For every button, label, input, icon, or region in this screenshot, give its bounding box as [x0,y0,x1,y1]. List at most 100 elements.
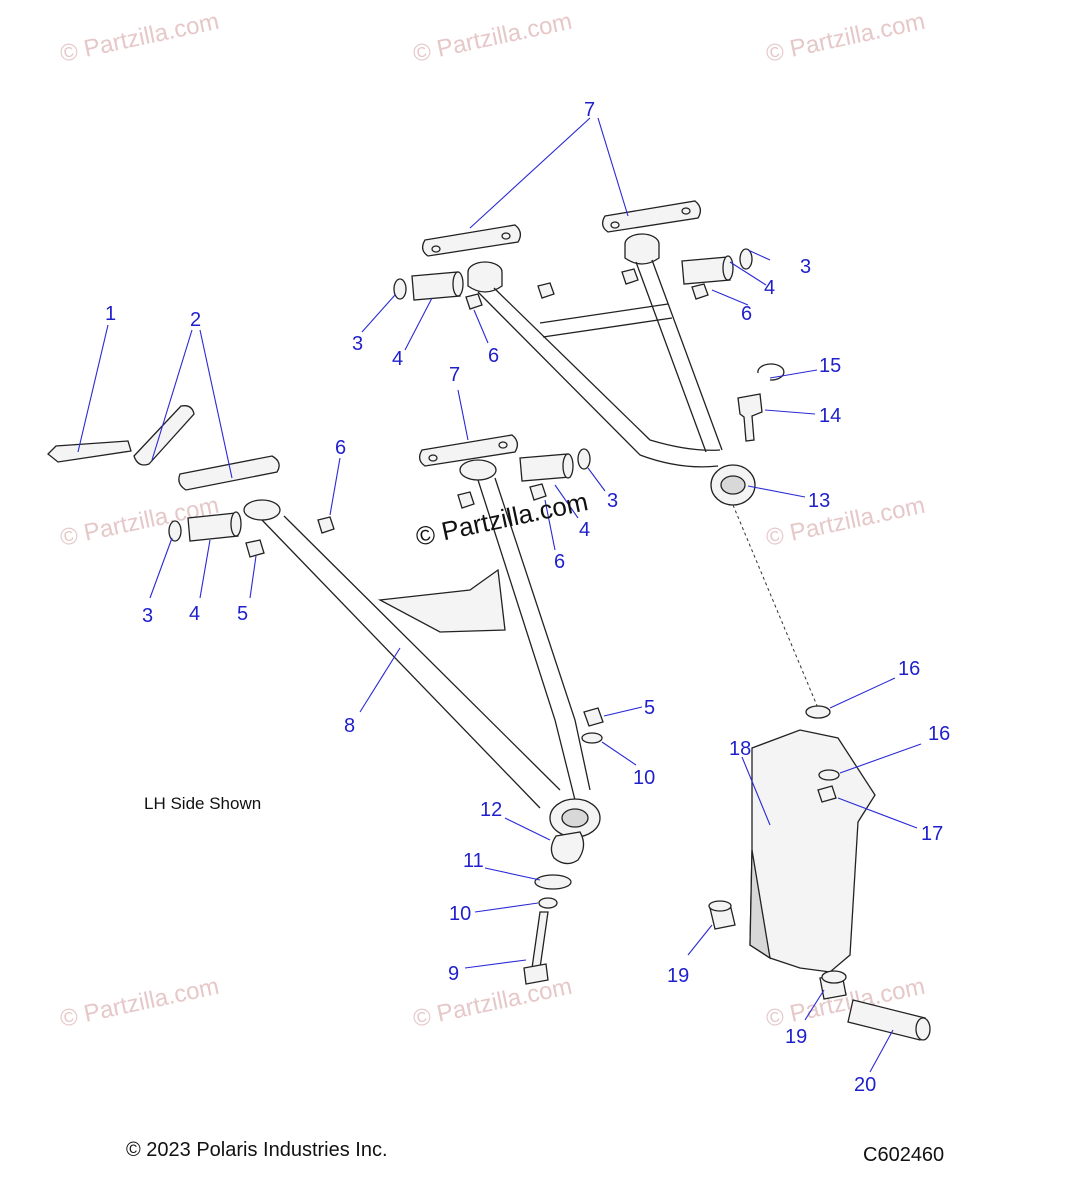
callout-9: 9 [448,963,459,985]
callout-4: 4 [764,277,775,299]
flange-nut [583,707,604,727]
callout-2: 2 [190,309,201,331]
flange-nut [457,491,475,509]
pivot-bar-hole [681,207,691,215]
callout-6: 6 [741,303,752,325]
bolt-head [523,963,549,985]
side-note: LH Side Shown [144,794,261,813]
flange-nut [537,282,555,299]
pivot-bar-hole [428,454,438,462]
pivot-bar-lower [418,434,519,467]
pivot-bar-hole [501,232,511,240]
lower-arm-gusset [377,568,506,633]
pivot-sleeve-body [467,272,503,293]
callout-10: 10 [633,767,655,789]
knuckle [749,729,876,973]
callout-6: 6 [554,551,565,573]
bushing [411,271,461,301]
bushing-end [230,511,242,537]
pivot-bar-hole [431,245,441,253]
callout-3: 3 [800,256,811,278]
lower-arm-tube [261,515,561,809]
bushing [681,256,731,285]
bolt [531,911,549,969]
callout-12: 12 [480,799,502,821]
flange-nut [465,293,483,310]
leader-lines [77,117,922,1073]
pivot-bar-hole [610,221,620,229]
callout-14: 14 [819,405,841,427]
washer [805,705,831,719]
callout-18: 18 [729,738,751,760]
callout-6: 6 [335,437,346,459]
pivot-sleeve-body [624,244,660,265]
ball-joint-bore [720,475,746,495]
upper-arm-tube [477,287,721,468]
washer [581,732,603,744]
copyright-notice: © 2023 Polaris Industries Inc. [126,1139,388,1161]
ball-joint [550,831,585,865]
washer [818,769,840,781]
callout-8: 8 [344,715,355,737]
pivot-bar-hole [498,441,508,449]
callout-3: 3 [352,333,363,355]
assembly-line [732,504,819,709]
callout-5: 5 [237,603,248,625]
callout-5: 5 [644,697,655,719]
watermark: © Partzilla.com [411,8,575,68]
bushing-end [821,970,847,984]
pivot-bar-upper-right [601,200,702,233]
center-watermark: © Partzilla.com [413,486,591,552]
callout-17: 17 [921,823,943,845]
callout-11: 11 [463,850,484,872]
knuckle-face [749,849,771,960]
callout-13: 13 [808,490,830,512]
retaining-ring [534,874,572,890]
washer [577,448,591,470]
callouts: 7 3 4 6 3 4 6 1 2 6 7 15 14 13 3 4 6 3 4… [105,99,950,1096]
ball-joint-bore [561,808,589,828]
callout-4: 4 [579,519,590,541]
flange-nut [691,283,709,300]
callout-4: 4 [392,348,403,370]
sleeve-end [915,1017,931,1041]
callout-15: 15 [819,355,841,377]
flange-nut [529,483,547,501]
pivot-sleeve [243,499,281,521]
flange-nut [317,516,335,534]
washer [538,897,558,909]
pivot-bolt [47,440,132,463]
callout-3: 3 [607,490,618,512]
watermark: © Partzilla.com [764,8,928,68]
callout-7: 7 [449,364,460,386]
pivot-bar-left [178,455,280,491]
watermark: © Partzilla.com [411,973,575,1033]
watermark: © Partzilla.com [58,973,222,1033]
callout-3: 3 [142,605,153,627]
callout-1: 1 [105,303,116,325]
lower-arm-tube [477,477,591,801]
bushing [187,512,239,542]
upper-arm-crossbar [539,303,673,338]
pivot-bar-upper-left [421,224,522,257]
bushing-end [722,255,734,281]
flange-nut [245,539,265,558]
flange-nut [621,268,639,285]
sleeve [847,999,926,1041]
ball-joint-stud [737,393,763,442]
bushing-end [452,271,464,297]
callout-20: 20 [854,1074,876,1096]
bushing-end [562,453,574,479]
callout-6: 6 [488,345,499,367]
upper-arm-tube [635,259,723,453]
snap-ring [757,363,785,381]
washer [739,248,753,270]
nut [817,785,837,803]
callout-16: 16 [898,658,920,680]
knuckle-assembly [708,504,931,1041]
pivot-sleeve [459,459,497,481]
callout-16: 16 [928,723,950,745]
bushing-end [708,900,732,912]
pivot-bar-left [133,405,195,466]
